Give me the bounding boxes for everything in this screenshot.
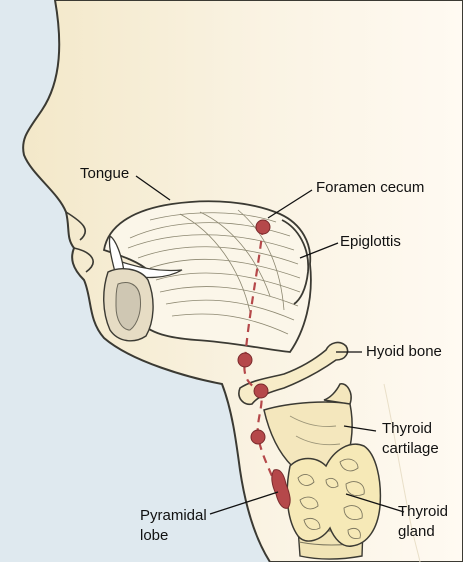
leader-epiglottis <box>299 242 339 259</box>
leader-tongue <box>135 175 171 201</box>
tongue-fibers <box>127 209 301 335</box>
thyroid-gland-lobules <box>297 458 365 539</box>
leader-thyroid-gland <box>345 493 405 513</box>
label-pyramidal-lobe-1: Pyramidal <box>140 507 207 524</box>
label-thyroid-cartilage-2: cartilage <box>382 440 439 457</box>
descent-dot-hyoid <box>253 383 269 399</box>
neck-outline <box>383 383 421 562</box>
descent-dot-mid <box>237 352 253 368</box>
leader-foramen-cecum <box>267 189 313 219</box>
foramen-cecum-dot <box>255 219 271 235</box>
label-thyroid-gland-1: Thyroid <box>398 503 448 520</box>
label-pyramidal-lobe-2: lobe <box>140 527 168 544</box>
thyroid-cartilage-ridge <box>289 415 341 446</box>
label-foramen-cecum: Foramen cecum <box>316 179 424 196</box>
label-epiglottis: Epiglottis <box>340 233 401 250</box>
lips-line <box>65 211 94 273</box>
label-hyoid-bone: Hyoid bone <box>366 343 442 360</box>
mandible-marrow <box>115 282 141 331</box>
pyramidal-lobe-shape <box>271 469 291 509</box>
leader-pyramidal-lobe <box>209 491 279 515</box>
label-thyroid-cartilage-1: Thyroid <box>382 420 432 437</box>
label-thyroid-gland-2: gland <box>398 523 435 540</box>
label-tongue: Tongue <box>80 165 129 182</box>
thyroid-gland-shape <box>286 443 382 547</box>
epiglottis-shape <box>281 219 310 305</box>
leader-thyroid-cartilage <box>343 425 377 432</box>
descent-dot-cartilage <box>250 429 266 445</box>
leader-lines <box>135 175 405 515</box>
